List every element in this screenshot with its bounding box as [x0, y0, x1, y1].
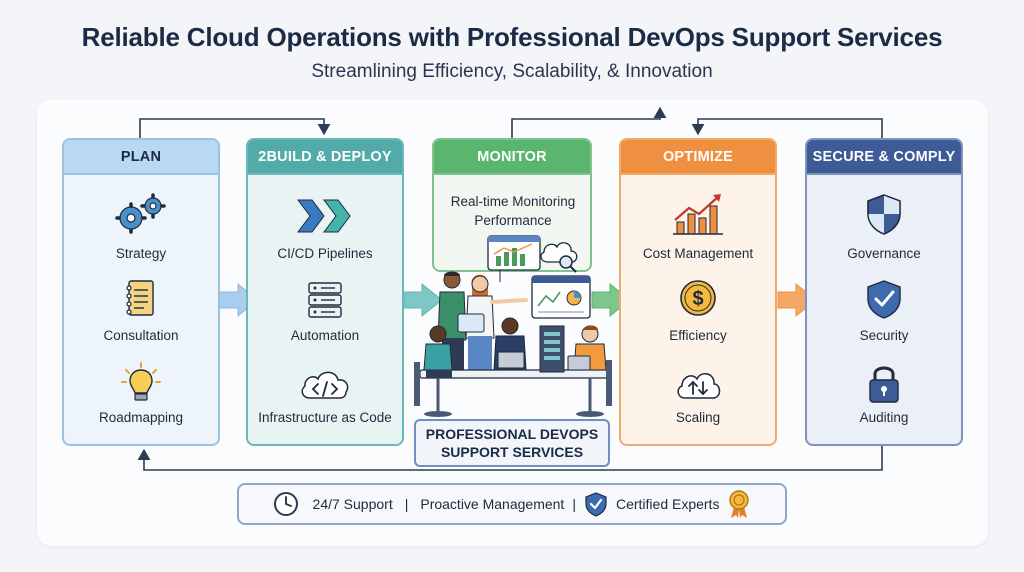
plan-item-roadmapping: Roadmapping	[98, 410, 184, 425]
padlock-icon	[869, 366, 899, 403]
cloud-search-icon	[540, 242, 578, 273]
optimize-item-cost: Cost Management	[642, 246, 754, 261]
footer-proactive: Proactive Management	[420, 496, 565, 512]
chevrons-icon	[297, 199, 351, 233]
center-label-line2: SUPPORT SERVICES	[440, 444, 584, 460]
stage-title-optimize: OPTIMIZE	[621, 140, 775, 175]
person-seated-woman	[414, 325, 453, 406]
stage-card-secure-comply: SECURE & COMPLY Governance Security Audi…	[805, 138, 963, 446]
optimize-item-scaling: Scaling	[675, 410, 721, 425]
clock-icon	[273, 492, 298, 516]
footer-certified: Certified Experts	[615, 496, 720, 512]
center-label-box: PROFESSIONAL DEVOPS SUPPORT SERVICES	[414, 419, 610, 467]
server-rack-icon	[539, 325, 565, 373]
footer-separator-2: |	[572, 496, 576, 512]
growth-chart-icon	[673, 194, 723, 235]
page-title: Reliable Cloud Operations with Professio…	[81, 22, 943, 52]
secure-item-security: Security	[859, 328, 909, 343]
stage-title-monitor: MONITOR	[434, 140, 590, 175]
award-badge-icon	[729, 490, 750, 518]
secure-item-auditing: Auditing	[859, 410, 909, 425]
stage-card-optimize: OPTIMIZE Cost Management $ Efficiency Sc…	[619, 138, 777, 446]
build-item-automation: Automation	[290, 328, 360, 343]
gears-icon	[115, 193, 166, 234]
footer-support: 24/7 Support	[312, 496, 393, 512]
stage-title-secure-comply: SECURE & COMPLY	[807, 140, 961, 175]
shield-check-icon	[585, 492, 607, 517]
stage-title-build-deploy: 2BUILD & DEPLOY	[248, 140, 402, 175]
server-icon	[308, 282, 342, 318]
shield-icon	[867, 194, 901, 235]
stage-title-plan: PLAN	[64, 140, 218, 175]
monitor-description: Real-time Monitoring Performance	[450, 194, 576, 228]
notebook-icon	[126, 280, 154, 316]
shield-check-icon	[867, 280, 901, 319]
dashboard-screen-icon	[487, 235, 541, 271]
footer-separator-1: |	[404, 496, 409, 512]
plan-item-strategy: Strategy	[115, 246, 167, 261]
cloud-scaling-icon	[677, 372, 721, 399]
svg-text:$: $	[692, 288, 703, 310]
dollar-coin-icon: $	[680, 280, 716, 316]
lightbulb-icon	[121, 362, 161, 401]
footer-bar: 24/7 Support | Proactive Management | Ce…	[237, 483, 787, 525]
analytics-panel-icon	[531, 275, 591, 319]
page-subtitle: Streamlining Efficiency, Scalability, & …	[311, 61, 713, 82]
build-item-cicd: CI/CD Pipelines	[277, 246, 373, 261]
stage-card-plan: PLAN Strategy Consultation Roadmapping	[62, 138, 220, 446]
optimize-item-efficiency: Efficiency	[669, 328, 727, 343]
build-item-iac: Infrastructure as Code	[258, 410, 392, 425]
plan-item-consultation: Consultation	[103, 328, 179, 343]
center-label-line1: PROFESSIONAL DEVOPS	[425, 426, 599, 442]
secure-item-governance: Governance	[847, 246, 921, 261]
person-seated-man-right	[567, 325, 612, 406]
code-cloud-icon	[301, 371, 349, 399]
team-illustration	[414, 235, 612, 417]
stage-card-build-deploy: 2BUILD & DEPLOY CI/CD Pipelines Automati…	[246, 138, 404, 446]
person-seated-man-center	[493, 317, 527, 371]
